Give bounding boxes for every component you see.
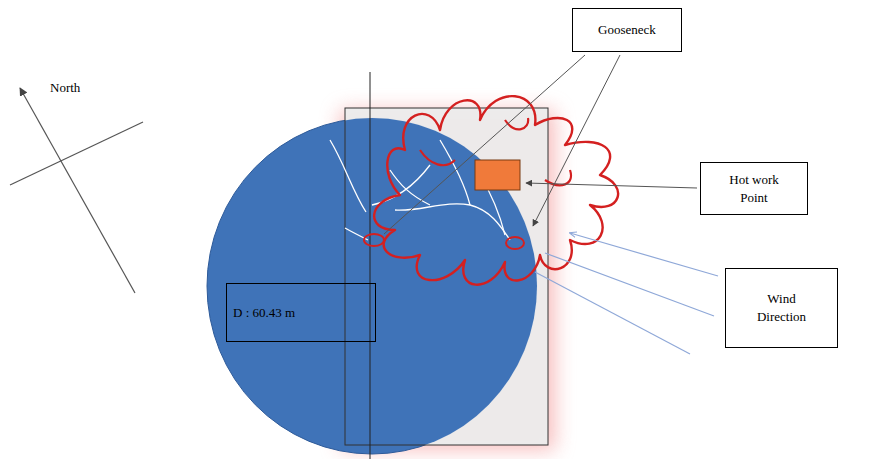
callout-box: Gooseneck [572,8,682,52]
gooseneck-marker [364,234,384,246]
leader-line [526,183,697,188]
callout-text: Hot work Point [714,171,794,206]
hot-work-point [475,160,520,190]
gooseneck-marker [506,237,524,249]
dimension-box: D : 60.43 m [226,283,376,342]
compass-cross-line [10,122,143,185]
hazard-scribble-loops [420,118,571,185]
callout-text: D : 60.43 m [233,304,295,322]
hazard-scribble [374,96,618,285]
callout-text: Wind Direction [742,290,822,325]
callout-box: Hot work Point [700,162,808,215]
wind-lines [535,233,718,354]
leader-line [384,55,585,234]
axis-line [370,72,371,459]
callout-box: Wind Direction [725,268,838,348]
callout-text: Gooseneck [598,21,656,39]
north-arrow [20,88,135,293]
leader-line [533,55,620,226]
compass-label: North [50,80,80,96]
